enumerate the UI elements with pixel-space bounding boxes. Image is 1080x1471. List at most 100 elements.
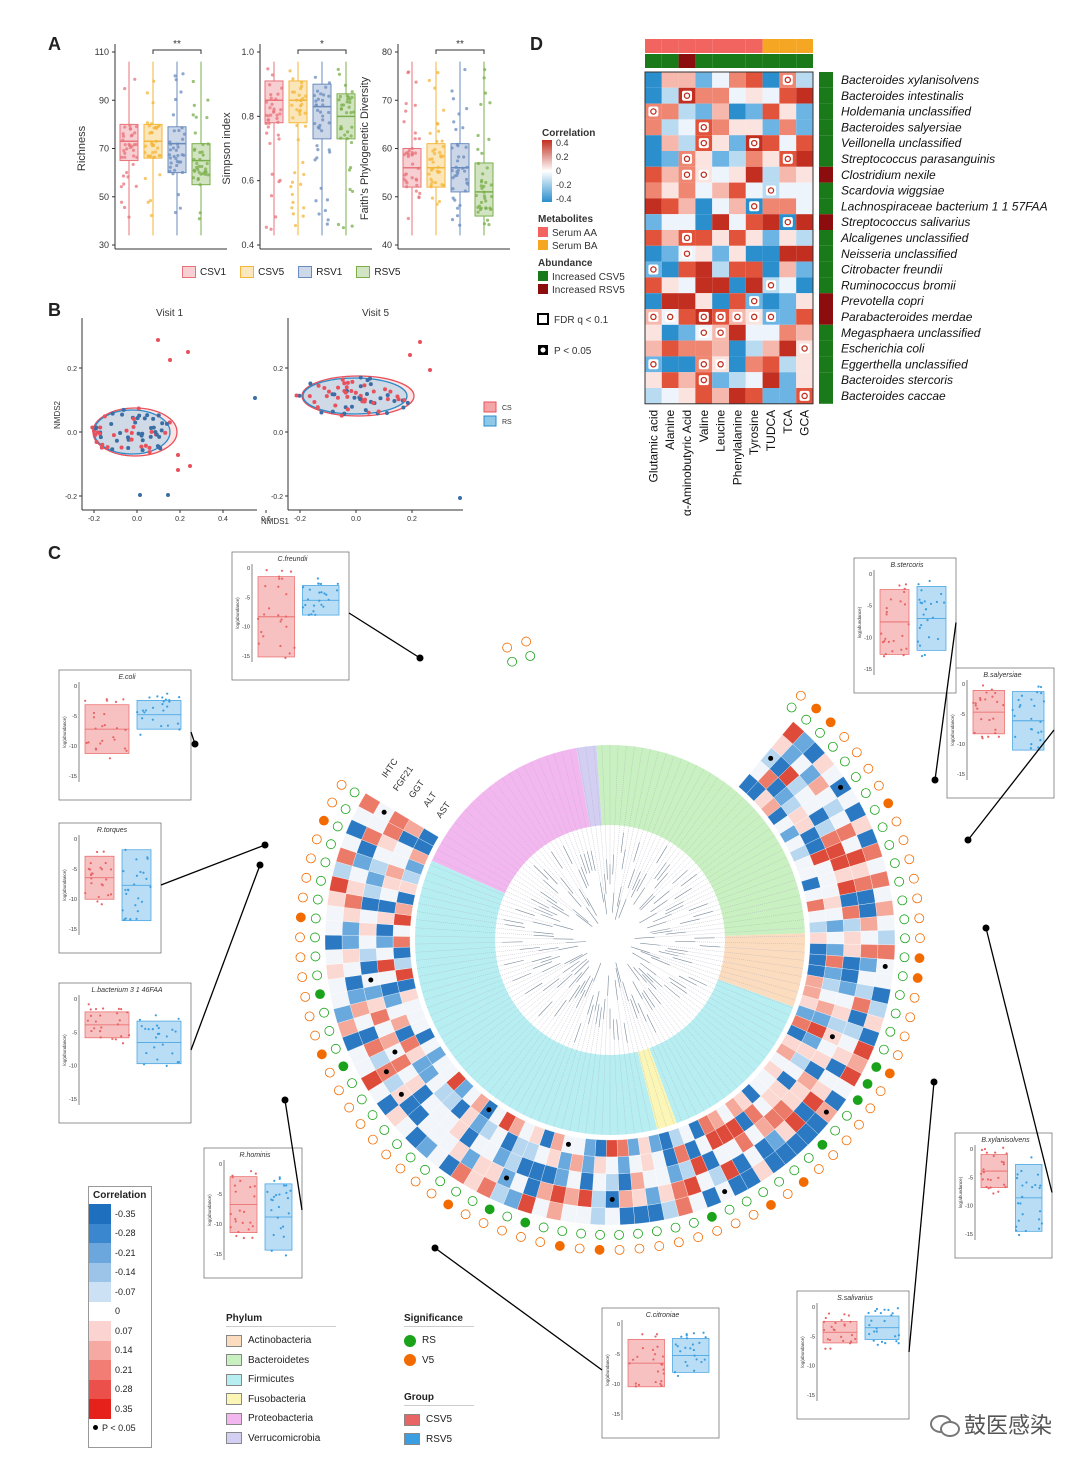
data-point — [348, 97, 352, 101]
significance-dot — [717, 361, 724, 368]
data-point — [321, 114, 325, 118]
rs-significance-circle — [830, 1125, 841, 1136]
significance-marker — [749, 311, 760, 322]
inset-point — [278, 1177, 281, 1180]
legend-swatch — [226, 1412, 242, 1425]
rs-significance-circle — [860, 788, 871, 799]
heatmap-cell — [796, 324, 813, 341]
heatmap-cell — [796, 72, 813, 88]
heatmap-cell — [645, 214, 662, 230]
tree-branch — [590, 851, 596, 871]
data-point — [122, 182, 126, 186]
heatmap-cell — [779, 356, 797, 373]
inset-point — [138, 1018, 142, 1021]
data-point — [436, 71, 440, 75]
metabolite-class-cell — [678, 39, 696, 53]
correlation-legend-row: 0.14 — [89, 1340, 151, 1360]
inset-y-label: log(abundance) — [605, 1354, 610, 1386]
significance-bracket — [297, 49, 347, 54]
data-point — [347, 105, 351, 109]
data-point — [153, 150, 158, 154]
legend-item: V5 — [404, 1351, 474, 1371]
legend-swatch — [538, 284, 548, 294]
tree-branch — [644, 777, 719, 888]
inset-point — [166, 692, 169, 695]
tree-branch — [615, 967, 621, 988]
data-point — [405, 181, 409, 185]
y-axis-label: NMDS2 — [53, 400, 62, 429]
data-point — [109, 421, 114, 426]
data-point — [314, 199, 318, 203]
tree-branch — [534, 907, 553, 917]
data-point — [268, 141, 272, 146]
data-point — [168, 156, 172, 160]
data-point — [312, 400, 317, 405]
tree-branch — [593, 962, 602, 982]
inset-point — [277, 585, 280, 588]
inset-point — [1037, 731, 1040, 734]
significance-legend-title: Significance — [404, 1313, 474, 1327]
data-point — [302, 206, 306, 210]
data-point — [319, 410, 324, 415]
inset-point — [273, 1179, 276, 1182]
rs-significance-circle — [774, 1176, 785, 1187]
heatmap-cell — [678, 214, 696, 230]
heatmap-cell — [796, 309, 813, 325]
heatmap-cell — [695, 87, 713, 104]
inset-point — [256, 617, 260, 620]
data-point — [316, 97, 320, 101]
v5-significance-circle — [748, 1209, 759, 1220]
data-point — [327, 94, 331, 98]
inset-point — [1015, 1176, 1019, 1180]
connector-dot — [191, 740, 199, 748]
inset-point — [1021, 1184, 1024, 1187]
data-point — [410, 150, 414, 155]
data-point — [123, 86, 127, 91]
v5-significance-circle — [381, 1149, 392, 1160]
phylum-wedge — [610, 745, 805, 936]
heatmap-cell — [678, 324, 696, 341]
significance-dot — [683, 171, 691, 178]
data-point — [119, 200, 124, 204]
correlation-legend-row: 0.07 — [89, 1321, 151, 1341]
legend-label: RS — [502, 419, 512, 426]
heatmap-cell — [712, 277, 729, 294]
data-point — [367, 376, 372, 381]
inset-point — [101, 1007, 105, 1010]
data-point — [324, 394, 329, 399]
tree-branch — [470, 803, 535, 866]
colorbar-tick: -0.2 — [556, 180, 572, 190]
inset-tick: -5 — [968, 1175, 973, 1181]
significance-marker — [682, 153, 692, 164]
data-point — [340, 377, 345, 382]
tree-branch — [633, 842, 640, 862]
data-point — [349, 134, 353, 138]
data-point — [121, 174, 126, 178]
v5-significance-circle — [306, 853, 316, 864]
inset-point — [676, 1374, 680, 1378]
data-point — [450, 168, 454, 173]
tree-branch — [585, 746, 605, 895]
inset-point — [271, 1199, 274, 1202]
tree-branch — [674, 888, 692, 900]
data-point — [128, 124, 132, 128]
inset-tick: -15 — [214, 1252, 222, 1258]
inset-point — [868, 1332, 871, 1336]
heatmap-cell — [796, 230, 813, 246]
inset-point — [318, 599, 321, 602]
tree-branch — [640, 942, 661, 946]
significance-marker — [749, 296, 760, 307]
legend-label: 0.35 — [115, 1403, 133, 1414]
v5-significance-circle — [811, 703, 822, 714]
tree-branch — [427, 871, 542, 915]
data-point — [376, 409, 381, 414]
legend-item: Actinobacteria — [226, 1331, 336, 1351]
data-point — [299, 87, 303, 91]
tree-branch — [417, 911, 506, 925]
inset-point — [700, 1360, 703, 1364]
data-point — [307, 394, 312, 399]
legend-swatch — [538, 271, 548, 281]
significance-dot — [700, 361, 708, 368]
heatmap-cell — [745, 87, 763, 104]
tree-branch — [533, 865, 549, 880]
